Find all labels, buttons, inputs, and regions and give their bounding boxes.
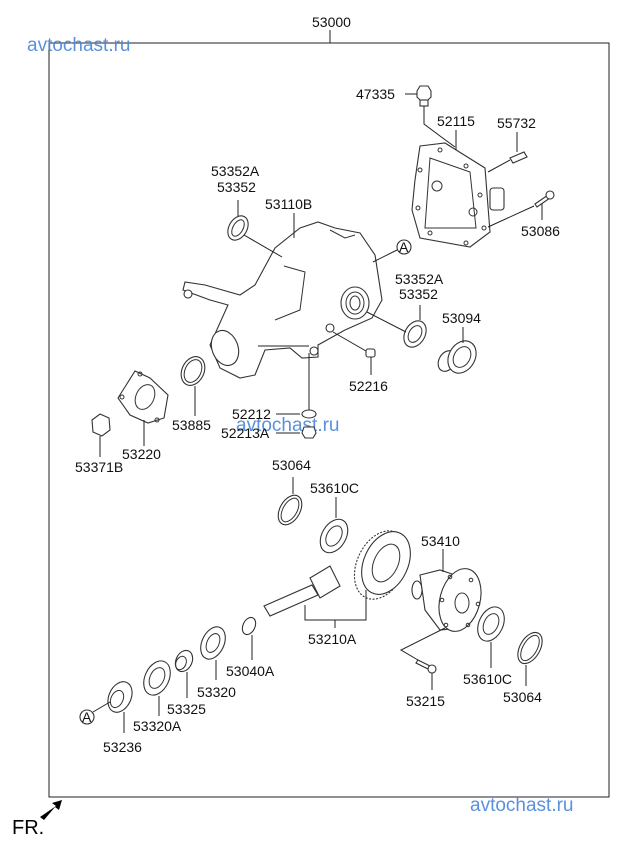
part-label-53320A[interactable]: 53320A xyxy=(133,718,182,734)
companion-flange-part[interactable] xyxy=(117,370,169,424)
collapsible-spacer-part[interactable] xyxy=(172,648,196,675)
rear-cover-part[interactable] xyxy=(411,142,505,248)
adjust-shim-bottom-part[interactable] xyxy=(513,628,547,667)
callout-a-top: A xyxy=(396,239,412,255)
front-arrow-icon xyxy=(40,800,62,820)
watermark-top: avtochast.ru xyxy=(27,35,131,56)
part-label-53000[interactable]: 53000 xyxy=(312,14,351,30)
svg-text:A: A xyxy=(399,239,409,255)
part-label-53236[interactable]: 53236 xyxy=(103,739,142,755)
dowel-pin-part[interactable] xyxy=(509,151,528,164)
part-label-53885[interactable]: 53885 xyxy=(172,417,211,433)
pinion-bearing-front-part[interactable] xyxy=(196,623,230,663)
drain-plug-part[interactable] xyxy=(416,85,432,107)
part-label-53215[interactable]: 53215 xyxy=(406,693,445,709)
part-label-53410[interactable]: 53410 xyxy=(421,533,460,549)
part-label-52213A[interactable]: 52213A xyxy=(221,425,270,441)
diagram-frame xyxy=(48,30,610,798)
oil-seal-left-part[interactable] xyxy=(224,212,253,244)
part-label-53094[interactable]: 53094 xyxy=(442,310,481,326)
part-label-53220[interactable]: 53220 xyxy=(122,446,161,462)
part-label-53320[interactable]: 53320 xyxy=(197,684,236,700)
part-label-53325[interactable]: 53325 xyxy=(167,701,206,717)
breather-plug-part[interactable] xyxy=(365,348,376,358)
part-label-53352A-right[interactable]: 53352A xyxy=(395,271,444,287)
part-label-53371B[interactable]: 53371B xyxy=(75,459,123,475)
ring-gear-part[interactable] xyxy=(344,522,420,608)
part-label-53064-bottom[interactable]: 53064 xyxy=(503,689,542,705)
part-label-53352A-top[interactable]: 53352A xyxy=(211,163,260,179)
pinion-bearing-rear-part[interactable] xyxy=(139,657,176,700)
part-label-53110B[interactable]: 53110B xyxy=(265,196,312,212)
part-label-52212[interactable]: 52212 xyxy=(232,406,271,422)
part-label-53210A[interactable]: 53210A xyxy=(308,631,357,647)
differential-carrier-housing-part[interactable] xyxy=(182,221,383,379)
flange-seal-ring-part[interactable] xyxy=(177,353,210,389)
washer-part[interactable] xyxy=(301,409,317,419)
part-label-53352-right[interactable]: 53352 xyxy=(399,286,438,302)
part-label-53610C-top[interactable]: 53610C xyxy=(310,480,359,496)
snap-ring-part[interactable] xyxy=(240,615,258,636)
part-label-53610C-bottom[interactable]: 53610C xyxy=(463,671,512,687)
callout-a-bottom: A xyxy=(79,709,95,725)
part-label-52115[interactable]: 52115 xyxy=(437,113,475,129)
differential-case-part[interactable] xyxy=(411,564,488,636)
ring-gear-bolt-part[interactable] xyxy=(415,659,437,674)
part-label-52216[interactable]: 52216 xyxy=(349,378,388,394)
watermark-bottom: avtochast.ru xyxy=(470,795,574,816)
svg-text:A: A xyxy=(82,709,92,725)
part-label-53064-top[interactable]: 53064 xyxy=(272,457,311,473)
part-label-47335[interactable]: 47335 xyxy=(356,86,395,102)
side-flange-part[interactable] xyxy=(435,336,482,378)
cover-bolt-part[interactable] xyxy=(534,190,555,208)
part-label-53040A[interactable]: 53040A xyxy=(226,663,275,679)
side-bearing-top-part[interactable] xyxy=(315,514,354,557)
hex-nut-part[interactable] xyxy=(301,426,317,439)
adjust-shim-top-part[interactable] xyxy=(273,491,306,529)
pinion-oil-seal-part[interactable] xyxy=(103,678,136,716)
lock-nut-part[interactable] xyxy=(91,413,111,437)
side-bearing-bottom-part[interactable] xyxy=(473,603,510,646)
front-label: FR. xyxy=(12,817,44,839)
part-label-53086[interactable]: 53086 xyxy=(521,223,560,239)
drive-pinion-part[interactable] xyxy=(263,565,341,617)
part-label-55732[interactable]: 55732 xyxy=(497,115,536,131)
part-label-53352-top[interactable]: 53352 xyxy=(217,179,256,195)
oil-seal-right-part[interactable] xyxy=(399,317,430,351)
